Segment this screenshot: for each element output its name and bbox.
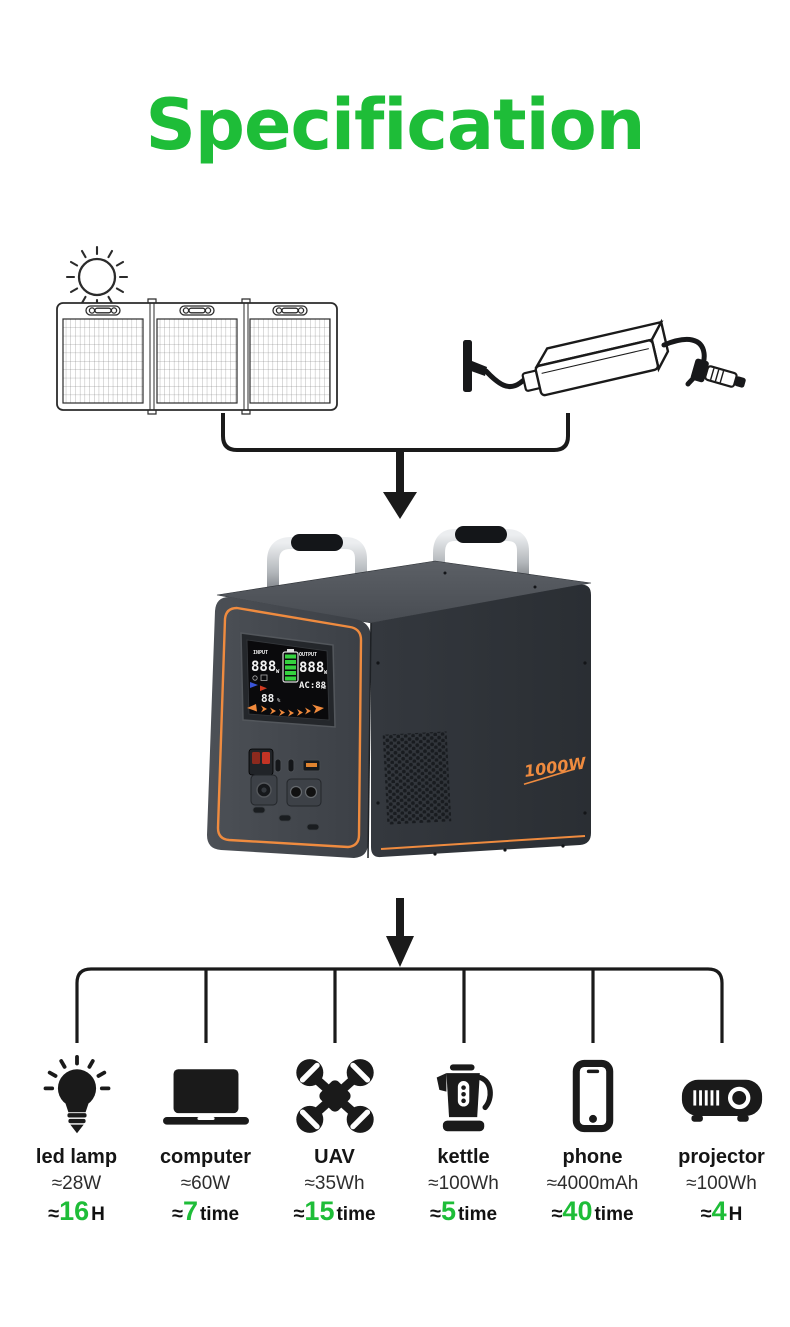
down-arrow-icon	[383, 450, 417, 519]
svg-text:88: 88	[261, 692, 274, 705]
svg-text:888: 888	[299, 660, 324, 676]
device-label: projector	[678, 1146, 765, 1168]
merge-connector	[221, 413, 570, 519]
solar-panel-icon	[56, 298, 338, 415]
device-power: ≈4000mAh	[546, 1173, 639, 1194]
svg-text:INPUT: INPUT	[253, 650, 268, 656]
carry-handle-right	[433, 526, 529, 595]
carry-handle-left	[267, 534, 367, 607]
dc-output-port	[289, 785, 303, 799]
phone-icon	[572, 1059, 613, 1133]
kettle-icon	[436, 1064, 493, 1132]
power-switch	[252, 752, 260, 764]
svg-text:AC:88: AC:88	[299, 681, 326, 691]
led-lamp-icon	[43, 1054, 110, 1134]
device-power: ≈100Wh	[428, 1173, 499, 1194]
vent-grille	[382, 731, 452, 825]
svg-text:W: W	[276, 669, 280, 675]
device-label: UAV	[314, 1146, 355, 1168]
charging-sources-illustration	[56, 245, 746, 415]
device-power: ≈28W	[51, 1173, 102, 1194]
device-power: ≈100Wh	[686, 1173, 757, 1194]
power-switch	[262, 752, 270, 764]
dc-output-port	[304, 785, 318, 799]
usb-c-port	[287, 758, 295, 773]
distribution-connector	[75, 898, 724, 1043]
device-label: kettle	[437, 1146, 490, 1168]
lcd-display: INPUT 888 W OUTPUT 888 W AC:88 Hz 88 %	[240, 632, 336, 728]
device-power: ≈35Wh	[304, 1173, 365, 1194]
device-power: ≈60W	[180, 1173, 231, 1194]
svg-text:OUTPUT: OUTPUT	[299, 652, 317, 658]
page-title: Specification	[145, 84, 645, 166]
uav-drone-icon	[295, 1059, 374, 1133]
device-label: computer	[159, 1146, 252, 1168]
svg-text:888: 888	[251, 659, 276, 675]
power-station-image: INPUT 888 W OUTPUT 888 W AC:88 Hz 88 %	[207, 526, 592, 859]
usb-c-port	[274, 758, 282, 773]
charge-flow-chevrons	[247, 704, 324, 717]
down-arrow-icon	[386, 898, 414, 967]
sun-icon	[65, 245, 129, 309]
device-label: led lamp	[35, 1146, 118, 1168]
battery-icon	[282, 649, 299, 683]
orange-trim	[216, 606, 363, 849]
svg-text:W: W	[324, 670, 328, 676]
ac-adapter-icon	[463, 318, 746, 397]
projector-icon	[681, 1079, 762, 1122]
svg-text:Hz: Hz	[321, 685, 327, 691]
device-label: phone	[562, 1146, 623, 1168]
dc-plug-icon	[690, 358, 746, 388]
port-panel	[248, 748, 322, 831]
svg-text:%: %	[277, 698, 281, 704]
computer-icon	[162, 1069, 249, 1125]
